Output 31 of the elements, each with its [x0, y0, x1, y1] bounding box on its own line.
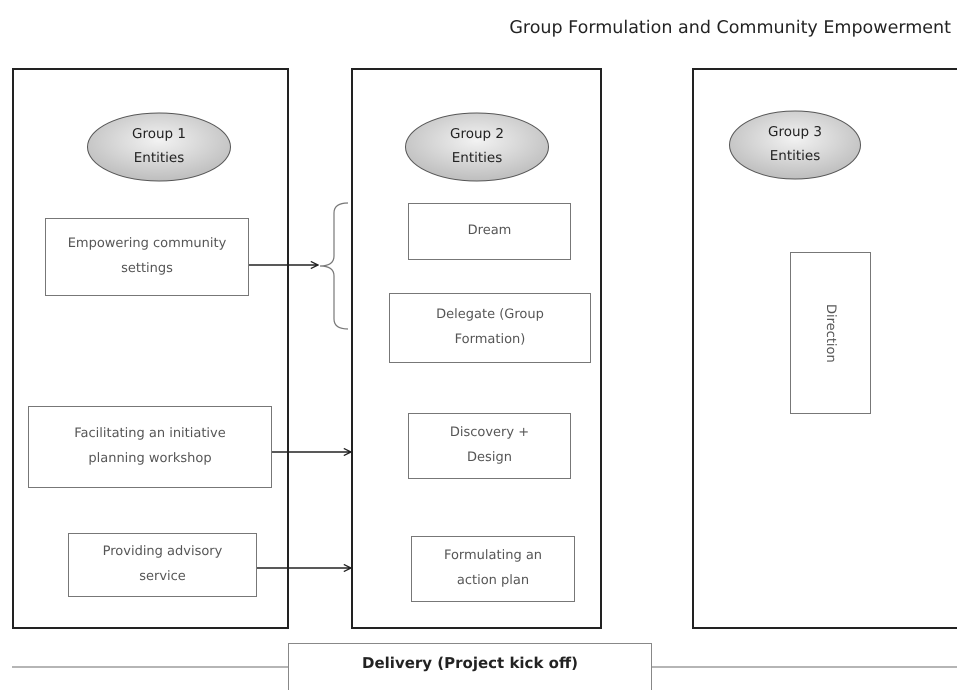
- node-label: Group 2 Entities: [449, 125, 505, 168]
- node-label: Providing advisory service: [102, 543, 224, 586]
- step-box: [389, 293, 591, 363]
- node-label: Empowering community settings: [66, 235, 228, 278]
- step-box: [45, 218, 249, 296]
- arrow: [249, 260, 319, 270]
- node-label: Group 1 Entities: [131, 125, 187, 168]
- node-label: Direction: [824, 304, 837, 362]
- node-label: Dream: [468, 222, 512, 240]
- group-ellipse: [86, 111, 232, 183]
- step-box: [790, 252, 871, 414]
- group-ellipse: [404, 111, 550, 183]
- node-label: Group 3 Entities: [767, 123, 823, 166]
- node-label: Discovery + Design: [448, 424, 530, 467]
- column-panel: [351, 68, 602, 629]
- column-panel: [12, 68, 289, 629]
- node-label: Delegate (Group Formation): [435, 306, 545, 349]
- step-box: [408, 413, 571, 479]
- arrow: [272, 448, 352, 456]
- step-box: [408, 203, 571, 260]
- arrow: [257, 564, 352, 572]
- step-box: [28, 406, 272, 488]
- diagram-title: Group Formulation and Community Empowerment: [509, 18, 951, 38]
- group-ellipse: [728, 109, 862, 181]
- step-box: [68, 533, 257, 597]
- node-label: Facilitating an initiative planning workshop: [73, 425, 227, 468]
- column-panel: [692, 68, 957, 629]
- node-label: Formulating an action plan: [442, 547, 544, 590]
- node-label: Delivery (Project kick off): [362, 654, 578, 672]
- delivery-box: [288, 643, 652, 690]
- step-box: [411, 536, 575, 602]
